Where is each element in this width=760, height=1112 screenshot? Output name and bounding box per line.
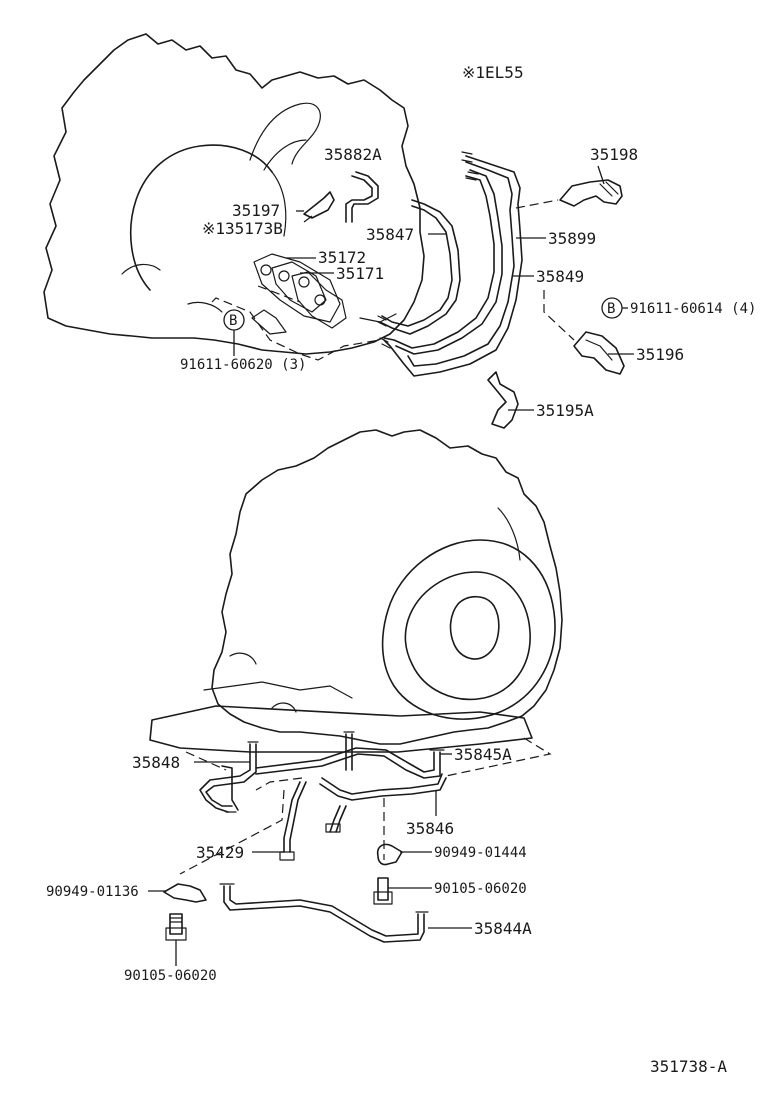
label-90949-01136: 90949-01136 [46,884,139,900]
label-35196: 35196 [636,345,684,364]
label-90105-06020-left: 90105-06020 [124,968,217,984]
label-35844A: 35844A [474,919,532,938]
mark-b-left-text: B [229,313,237,329]
label-90105-06020-right: 90105-06020 [434,881,527,897]
pipe-35882A [345,171,379,223]
upper-cooler-tubes [377,151,523,377]
clamp-90949-01136 [163,883,207,903]
bracket-35195A [487,371,519,429]
label-35429: 35429 [196,843,244,862]
bolt-90105-06020-right [373,877,393,905]
bolt-90105-06020-left [165,913,187,941]
label-35195A: 35195A [536,401,594,420]
label-35849: 35849 [536,267,584,286]
label-135173B: ※135173B [202,219,283,238]
bracket-35197 [303,191,335,219]
label-35197: 35197 [232,201,280,220]
bracket-35198 [559,179,623,207]
label-35846: 35846 [406,819,454,838]
label-35171: 35171 [336,264,384,283]
clamp-90949-01444 [376,843,403,866]
label-35848: 35848 [132,753,180,772]
mark-b-right-text: B [607,301,615,317]
upper-transaxle-housing [43,33,425,355]
lower-transaxle-housing [149,429,563,753]
bolt-mark-b-left: B [223,309,245,331]
label-35198: 35198 [590,145,638,164]
label-35845A: 35845A [454,745,512,764]
label-35172: 35172 [318,248,366,267]
bolt-mark-b-right: B [601,297,623,319]
leader-lines [148,165,634,966]
label-90949-01444: 90949-01444 [434,845,527,861]
label-35847: 35847 [366,225,414,244]
label-35882A: 35882A [324,145,382,164]
diagram-id: 351738-A [650,1057,727,1076]
bracket-35196 [573,331,625,375]
label-35899: 35899 [548,229,596,248]
label-91611-60620: 91611-60620 (3) [180,357,306,373]
lower-cooler-tubes [199,731,447,943]
model-note: ※1EL55 [462,63,524,82]
label-91611-60614: 91611-60614 (4) [630,301,756,317]
